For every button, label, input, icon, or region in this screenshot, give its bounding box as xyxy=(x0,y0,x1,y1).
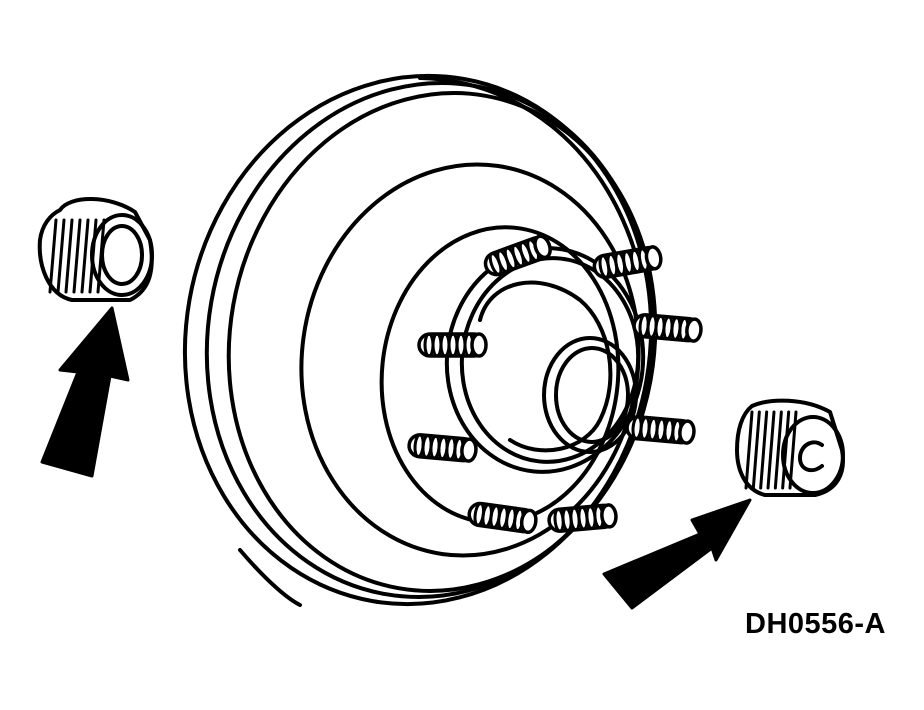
inner-bearing-install-arrow xyxy=(40,306,130,478)
wheel-stud xyxy=(625,415,696,445)
wheel-studs xyxy=(407,234,703,535)
wheel-stud xyxy=(467,501,538,535)
figure-id-label: DH0556-A xyxy=(745,608,886,640)
inner-wheel-bearing xyxy=(37,197,154,302)
wheel-stud xyxy=(592,245,663,280)
outer-wheel-bearing xyxy=(735,398,845,497)
wheel-stud xyxy=(547,503,618,533)
wheel-stud xyxy=(483,234,552,277)
wheel-stud xyxy=(632,313,703,343)
wheel-stud xyxy=(407,433,478,463)
outer-bearing-install-arrow xyxy=(602,498,752,610)
wheel-stud xyxy=(417,332,488,358)
